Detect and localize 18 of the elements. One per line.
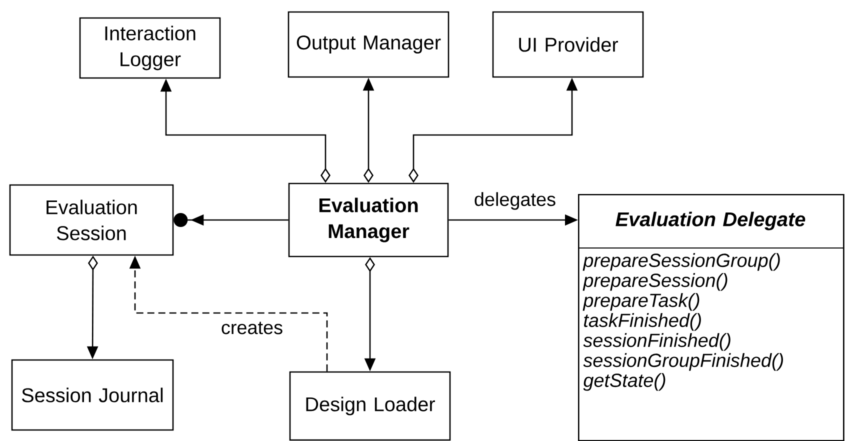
method-name: prepareSession(): [582, 273, 728, 291]
method-name: taskFinished(): [584, 313, 701, 331]
method-name: sessionGroupFinished(): [583, 353, 783, 371]
class-box: Design Loader: [289, 371, 451, 441]
edge-label: delegates: [472, 190, 558, 212]
class-box: Evaluation Delegate prepareSessionGroup() prepareSession() prepareTask() taskFinished() sessionFinished() sessionGroupFinished() getState(): [578, 194, 844, 441]
method-name: getState(): [583, 373, 666, 391]
method-name: sessionFinished(): [583, 333, 730, 351]
class-box: Evaluation Manager: [288, 182, 449, 258]
class-box: Session Journal: [11, 359, 174, 431]
class-box: Output Manager: [288, 11, 450, 78]
method-name: prepareTask(): [582, 293, 700, 311]
edge-label: creates: [218, 320, 286, 336]
method-name: prepareSessionGroup(): [582, 253, 780, 271]
class-box: Interaction Logger: [79, 17, 221, 79]
class-box: Evaluation Session: [9, 184, 174, 256]
arrow: [174, 212, 288, 227]
class-box: UI Provider: [492, 11, 644, 78]
